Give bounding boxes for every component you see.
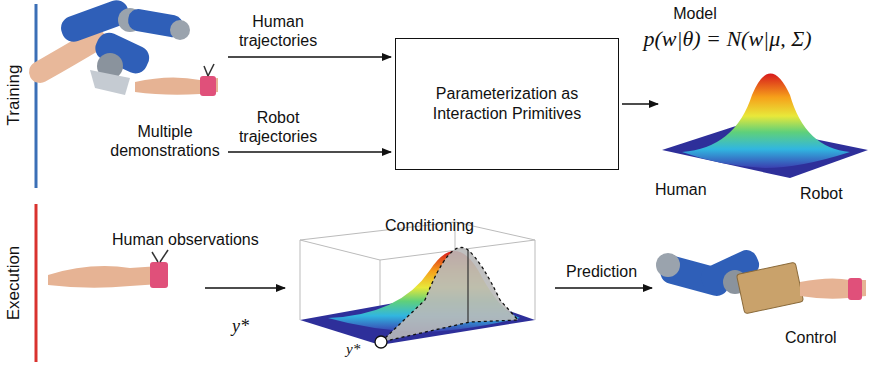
illustration-part bbox=[656, 253, 680, 277]
variable-label: y* bbox=[232, 316, 272, 338]
illustration-part bbox=[150, 262, 168, 288]
illustration-part bbox=[736, 262, 803, 314]
human-hand-demo bbox=[135, 64, 218, 96]
image-caption: Multiple demonstrations bbox=[95, 122, 235, 160]
illustration-part bbox=[204, 66, 208, 76]
illustration-part bbox=[622, 103, 658, 105]
illustration-part bbox=[848, 278, 862, 300]
plot-title: Conditioning bbox=[385, 216, 505, 235]
formula: p(w|θ) = N(w|μ, Σ) bbox=[585, 26, 870, 52]
image-caption: Human observations bbox=[112, 230, 282, 249]
section-title: Execution bbox=[4, 228, 26, 338]
illustration-part bbox=[467, 250, 468, 322]
illustration-part bbox=[200, 76, 216, 96]
illustration-part bbox=[205, 287, 285, 289]
illustration-part bbox=[208, 64, 214, 76]
illustration-part bbox=[682, 74, 850, 169]
illustration-part bbox=[170, 20, 190, 40]
illustration-part bbox=[381, 247, 518, 342]
human-hand-observed bbox=[48, 250, 168, 288]
illustration-part bbox=[35, 4, 38, 188]
illustration-part bbox=[228, 151, 391, 153]
illustration-part bbox=[535, 240, 536, 320]
illustration-part bbox=[555, 287, 652, 289]
illustration-part bbox=[152, 252, 158, 262]
illustration-part bbox=[35, 204, 38, 362]
plot-title: Model bbox=[660, 4, 730, 23]
variable-label: y* bbox=[346, 340, 376, 358]
axis-label: Robot bbox=[800, 184, 870, 203]
illustration-part bbox=[40, 40, 95, 72]
section-title: Training bbox=[4, 40, 26, 150]
illustration-part bbox=[48, 266, 160, 288]
arrow-label: Human trajectories bbox=[228, 12, 328, 50]
illustration-part bbox=[375, 336, 387, 348]
illustration-part bbox=[228, 56, 391, 58]
illustration-part bbox=[300, 240, 301, 320]
image-caption: Control bbox=[785, 328, 865, 347]
arrow-label: Robot trajectories bbox=[228, 108, 328, 146]
arrow-label: Prediction bbox=[566, 262, 666, 281]
gaussian-model-plot bbox=[662, 74, 868, 179]
axis-label: Human bbox=[655, 180, 725, 199]
illustration-part bbox=[160, 250, 168, 262]
robot-handover bbox=[656, 247, 866, 314]
process-box: Parameterization as Interaction Primitiv… bbox=[395, 38, 619, 170]
box-text: Parameterization as Interaction Primitiv… bbox=[396, 78, 618, 130]
conditioning-plot bbox=[300, 222, 535, 348]
illustration-part bbox=[90, 70, 130, 95]
